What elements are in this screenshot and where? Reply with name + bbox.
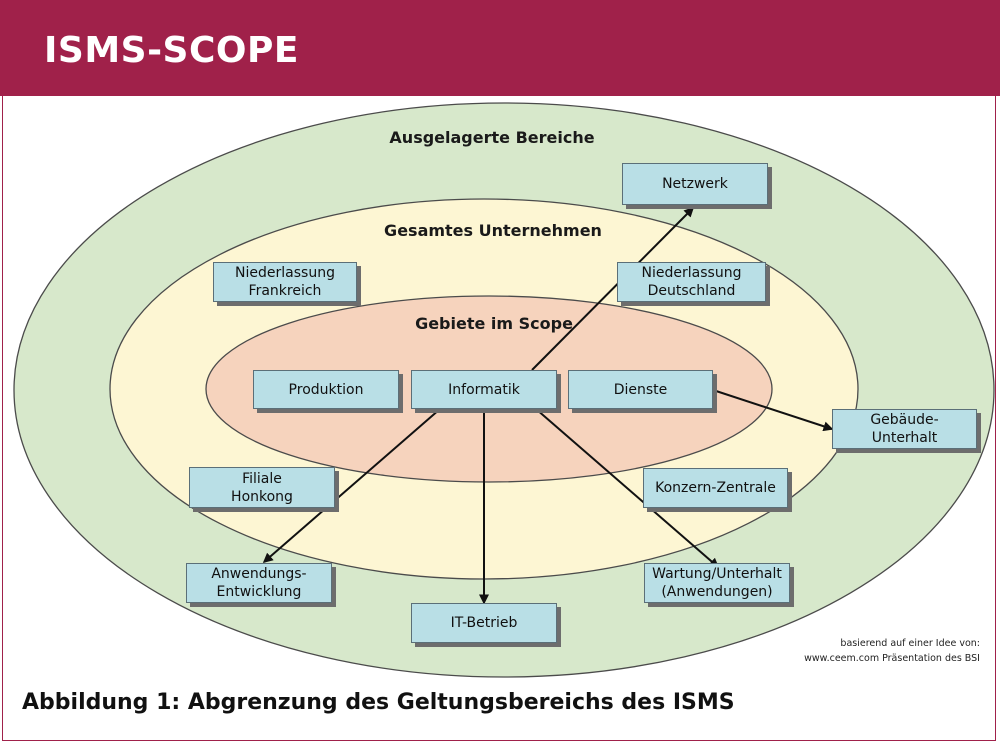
node-wartung-unterhalt: Wartung/Unterhalt (Anwendungen) [644,563,790,603]
credit-line-2: www.ceem.com Präsentation des BSI [804,653,980,664]
arrow-dienste-gebaeude [712,389,834,432]
header-bar: ISMS-SCOPE [0,0,1000,96]
zone-label-inner: Gebiete im Scope [415,314,573,333]
node-anwendungs-entwicklung: Anwendungs- Entwicklung [186,563,332,603]
figure-caption: Abbildung 1: Abgrenzung des Geltungsbere… [22,690,735,715]
header-title: ISMS-SCOPE [44,30,299,71]
node-it-betrieb: IT-Betrieb [411,603,557,643]
node-informatik: Informatik [411,370,557,409]
node-niederlassung-frankreich: Niederlassung Frankreich [213,262,357,302]
node-netzwerk: Netzwerk [622,163,768,205]
content-border [2,96,996,741]
node-gebaeude-unterhalt: Gebäude- Unterhalt [832,409,977,449]
arrow-informatik-anwendungsentwicklung [262,408,441,563]
node-niederlassung-deutschland: Niederlassung Deutschland [617,262,766,302]
zone-label-middle: Gesamtes Unternehmen [384,221,602,240]
node-dienste: Dienste [568,370,713,409]
arrow-informatik-wartung [535,408,720,568]
node-filiale-honkong: Filiale Honkong [189,467,335,508]
zone-label-outer: Ausgelagerte Bereiche [389,128,595,147]
node-konzern-zentrale: Konzern-Zentrale [643,468,788,508]
credit-line-1: basierend auf einer Idee von: [840,638,980,649]
source-credit: basierend auf einer Idee von: www.ceem.c… [804,636,980,666]
arrow-informatik-netzwerk [531,206,695,371]
node-produktion: Produktion [253,370,399,409]
